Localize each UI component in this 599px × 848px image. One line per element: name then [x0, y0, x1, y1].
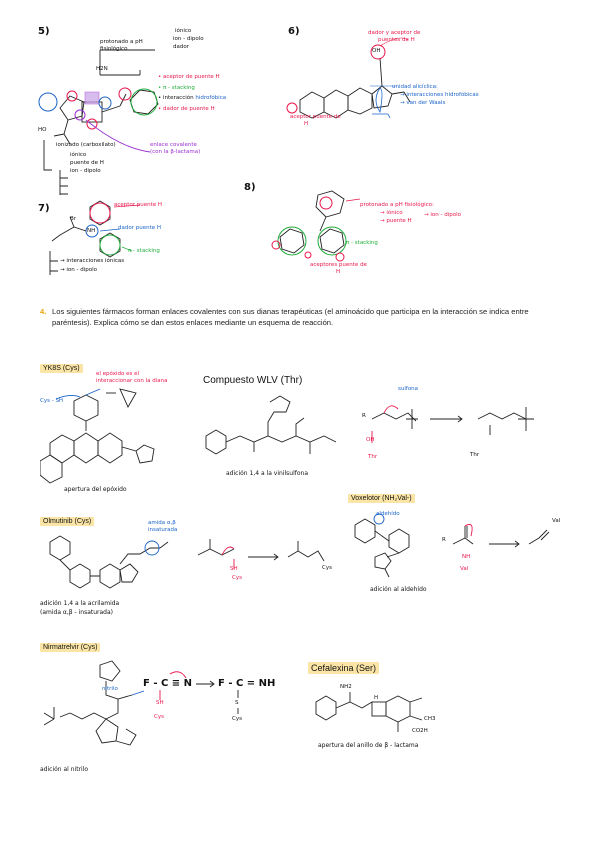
q5-dador-puente: • dador de puente H — [158, 106, 215, 112]
q5-number: 5) — [38, 26, 50, 37]
q7-pi-stacking: π - stacking — [128, 248, 160, 254]
q7-molecule — [49, 200, 141, 275]
vox-tag: Voxelotor (NH₂Val-) — [348, 494, 415, 503]
wlv-scheme — [371, 405, 534, 443]
wlv-sulfona: sulfona — [398, 386, 419, 392]
olm-molecule — [49, 535, 169, 589]
q5-puente-h: puente de H — [70, 160, 104, 166]
q5-dador: dador — [173, 44, 189, 50]
olm-cys: Cys — [232, 575, 242, 581]
q8-protonado: protonado a pH fisiológico: — [360, 202, 434, 208]
q4-number: 4. — [40, 307, 47, 316]
vox-r: R — [442, 537, 446, 543]
nir-sh: SH — [156, 700, 164, 706]
wlv-thr: Thr — [368, 454, 378, 460]
nir-scheme — [159, 671, 239, 714]
vox-val2: Val — [552, 518, 561, 524]
q7-ion-dipolo: → ion - dipolo — [60, 267, 97, 273]
q5-molecule — [38, 49, 159, 195]
q5-pi-stacking: • π - stacking — [158, 85, 195, 91]
q8-ion-dipolo: → ion - dipolo — [424, 212, 461, 218]
nir-product: F - C = NH — [218, 678, 276, 689]
nir-cys: Cys — [154, 714, 164, 720]
nir-nitrilo: nitrilo — [102, 686, 118, 692]
q7-nh: NH — [87, 228, 96, 234]
olm-caption2: (amida α,β - insaturada) — [40, 609, 113, 616]
q8-pi-stacking: π - stacking — [346, 240, 378, 246]
olm-caption1: adición 1,4 a la acrilamida — [40, 600, 120, 607]
wlv-thr2: Thr — [470, 452, 480, 458]
q5-covalente: enlace covalente(con la β-lactama) — [150, 142, 201, 155]
wlv-tag: Compuesto WLV (Thr) — [203, 375, 303, 386]
nir-tag: Nirmatrelvir (Cys) — [40, 643, 101, 652]
q6-hidrofobicas: → interacciones hidrofóbicas — [400, 92, 479, 98]
yk8s-molecule — [40, 388, 155, 484]
nir-s: S — [235, 700, 239, 706]
q7-dador: dador puente H — [118, 225, 161, 231]
q7-number: 7) — [38, 203, 50, 214]
olm-tag: Olmutinib (Cys) — [40, 517, 95, 526]
yk8s-caption: apertura del epóxido — [64, 486, 127, 493]
q5-interaccion: • interacción hidrofóbica — [158, 95, 227, 101]
q8-molecule — [271, 190, 361, 262]
cef-tag: Cefalexina (Ser) — [308, 662, 380, 674]
q7-br: Br — [70, 216, 77, 222]
olm-cys2: Cys — [322, 565, 332, 571]
yk8s-cys: Cys - SH — [40, 398, 64, 404]
q5-ionico: iónico — [175, 28, 192, 34]
q4-text: Los siguientes fármacos forman enlaces c… — [52, 307, 529, 327]
vox-scheme — [452, 523, 550, 548]
q5-aceptor: • aceptor de puente H — [158, 74, 220, 80]
q8-puente: → puente H — [380, 218, 412, 224]
q6-van-der-waals: → van der Waals — [400, 100, 446, 106]
q8-number: 8) — [244, 182, 256, 193]
cef-h: H — [374, 695, 379, 701]
wlv-r: R — [362, 413, 366, 419]
vox-molecule — [354, 513, 410, 578]
cef-co2h: CO2H — [412, 728, 428, 734]
cef-nh2: NH2 — [340, 684, 352, 690]
q7-aceptor: aceptor puente H — [114, 202, 163, 208]
olm-scheme — [197, 539, 325, 569]
olm-sh: SH — [230, 566, 238, 572]
q6-steroid — [286, 37, 411, 119]
q6-oh: OH — [372, 48, 381, 54]
q5-ho: HO — [38, 127, 47, 133]
q5-ionico2: iónico — [70, 152, 87, 158]
nir-reactant: F - C ≡ N — [143, 678, 192, 689]
cef-caption: apertura del anillo de β - lactama — [318, 742, 419, 749]
wlv-caption: adición 1,4 a la vinilsulfona — [226, 470, 308, 477]
vox-val: Val — [460, 566, 469, 572]
yk8s-tag: YK8S (Cys) — [40, 364, 83, 373]
q5-h2n: H2N — [96, 66, 108, 72]
q5-ion-dipolo: ion - dipolo — [173, 36, 204, 42]
q5-ion-dipolo2: ion - dipolo — [70, 168, 101, 174]
vox-aldehido: aldehído — [376, 511, 400, 517]
q5-ionizado: ionizado (carboxilato) — [56, 142, 116, 148]
q7-ionicas: → interacciones iónicas — [60, 258, 125, 264]
vox-caption: adición al aldehído — [370, 586, 427, 593]
q6-number: 6) — [288, 26, 300, 37]
vox-nh: NH — [462, 554, 471, 560]
q8-ionico: → iónico — [380, 210, 403, 216]
cef-molecule — [315, 692, 423, 732]
wlv-oh: OH — [366, 437, 375, 443]
nir-caption: adición al nitrilo — [40, 766, 89, 773]
nir-cys2: Cys — [232, 716, 242, 722]
nir-molecule — [43, 660, 145, 746]
wlv-molecule — [205, 395, 337, 455]
q6-alicíclica: unidad alicíclica: — [392, 84, 438, 90]
cef-ch3: CH3 — [424, 716, 436, 722]
